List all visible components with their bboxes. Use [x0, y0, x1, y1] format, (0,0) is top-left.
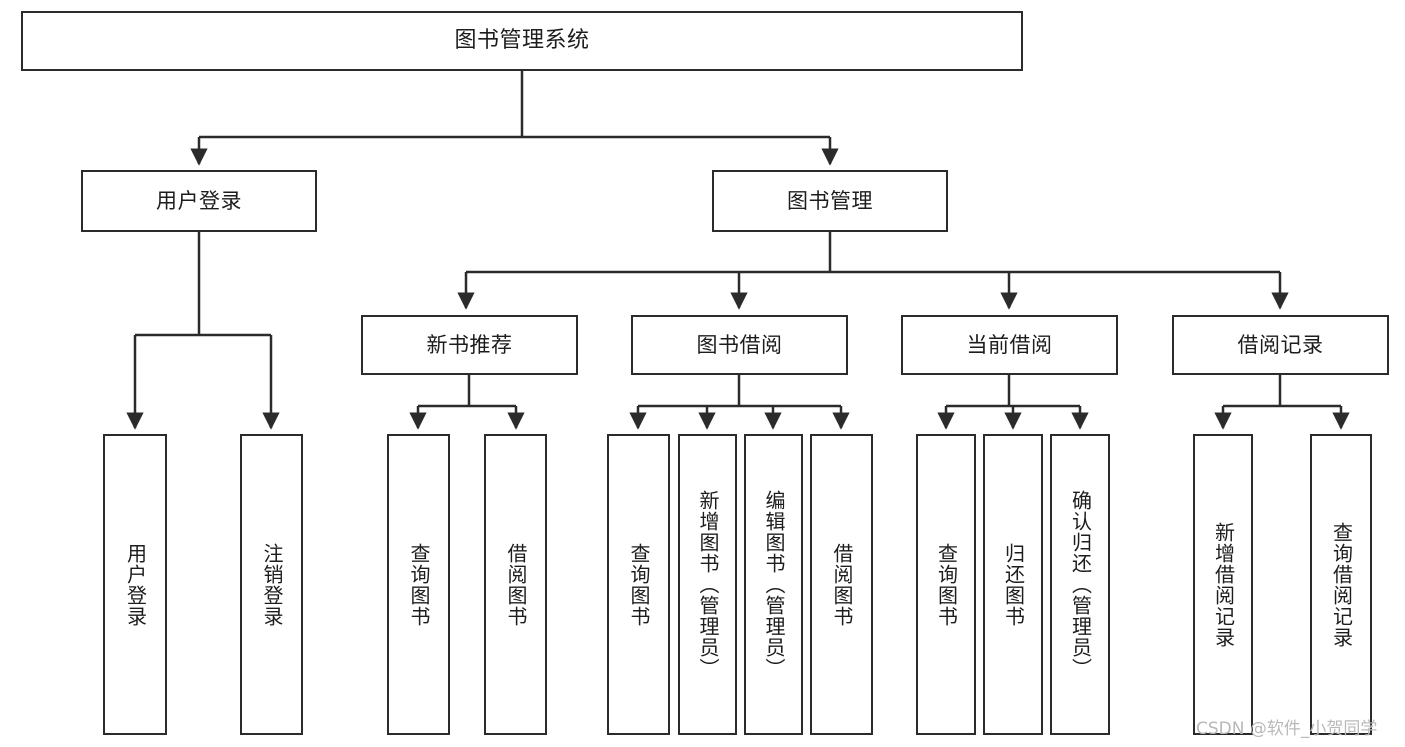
- node-borrow-record[interactable]: 借阅记录: [1172, 315, 1389, 375]
- node-label: 编辑图书（管理员）: [762, 490, 786, 679]
- node-label: 确认归还（管理员）: [1068, 490, 1093, 679]
- node-book-borrow[interactable]: 图书借阅: [631, 315, 848, 375]
- node-label: 图书借阅: [696, 332, 783, 357]
- node-leaf-user-login[interactable]: 用户登录: [103, 434, 167, 735]
- node-current-borrow[interactable]: 当前借阅: [901, 315, 1118, 375]
- watermark-credit: CSDN @软件_小贺同学: [1196, 719, 1378, 739]
- node-label: 借阅图书: [830, 542, 854, 627]
- node-label: 注销登录: [260, 542, 284, 627]
- node-label: 查询借阅记录: [1329, 521, 1354, 648]
- node-leaf-query-book-3[interactable]: 查询图书: [916, 434, 976, 735]
- node-label: 查询图书: [407, 542, 431, 627]
- node-label: 新增图书（管理员）: [696, 490, 720, 679]
- node-leaf-query-book-1[interactable]: 查询图书: [387, 434, 450, 735]
- node-root-system[interactable]: 图书管理系统: [21, 11, 1023, 71]
- node-label: 用户登录: [156, 188, 242, 213]
- node-label: 查询图书: [934, 542, 959, 627]
- node-label: 查询图书: [627, 542, 651, 627]
- node-leaf-add-borrow-record[interactable]: 新增借阅记录: [1193, 434, 1253, 735]
- node-leaf-return-book[interactable]: 归还图书: [983, 434, 1043, 735]
- node-label: 图书管理系统: [454, 28, 590, 54]
- node-leaf-confirm-return-admin[interactable]: 确认归还（管理员）: [1050, 434, 1110, 735]
- node-label: 图书管理: [787, 188, 873, 213]
- node-leaf-add-book-admin[interactable]: 新增图书（管理员）: [678, 434, 737, 735]
- node-label: 借阅图书: [504, 542, 528, 627]
- node-label: 当前借阅: [966, 332, 1053, 357]
- node-leaf-edit-book-admin[interactable]: 编辑图书（管理员）: [744, 434, 803, 735]
- node-new-book-recommend[interactable]: 新书推荐: [361, 315, 578, 375]
- node-user-login[interactable]: 用户登录: [81, 170, 317, 232]
- node-leaf-borrow-book-2[interactable]: 借阅图书: [810, 434, 873, 735]
- node-leaf-query-borrow-record[interactable]: 查询借阅记录: [1310, 434, 1372, 735]
- node-label: 新增借阅记录: [1211, 521, 1236, 648]
- node-leaf-query-book-2[interactable]: 查询图书: [607, 434, 670, 735]
- node-label: 借阅记录: [1237, 332, 1324, 357]
- node-book-management[interactable]: 图书管理: [712, 170, 948, 232]
- node-leaf-borrow-book-1[interactable]: 借阅图书: [484, 434, 547, 735]
- node-label: 归还图书: [1001, 542, 1026, 627]
- node-leaf-logout[interactable]: 注销登录: [240, 434, 303, 735]
- node-label: 用户登录: [123, 542, 148, 627]
- node-label: 新书推荐: [426, 332, 513, 357]
